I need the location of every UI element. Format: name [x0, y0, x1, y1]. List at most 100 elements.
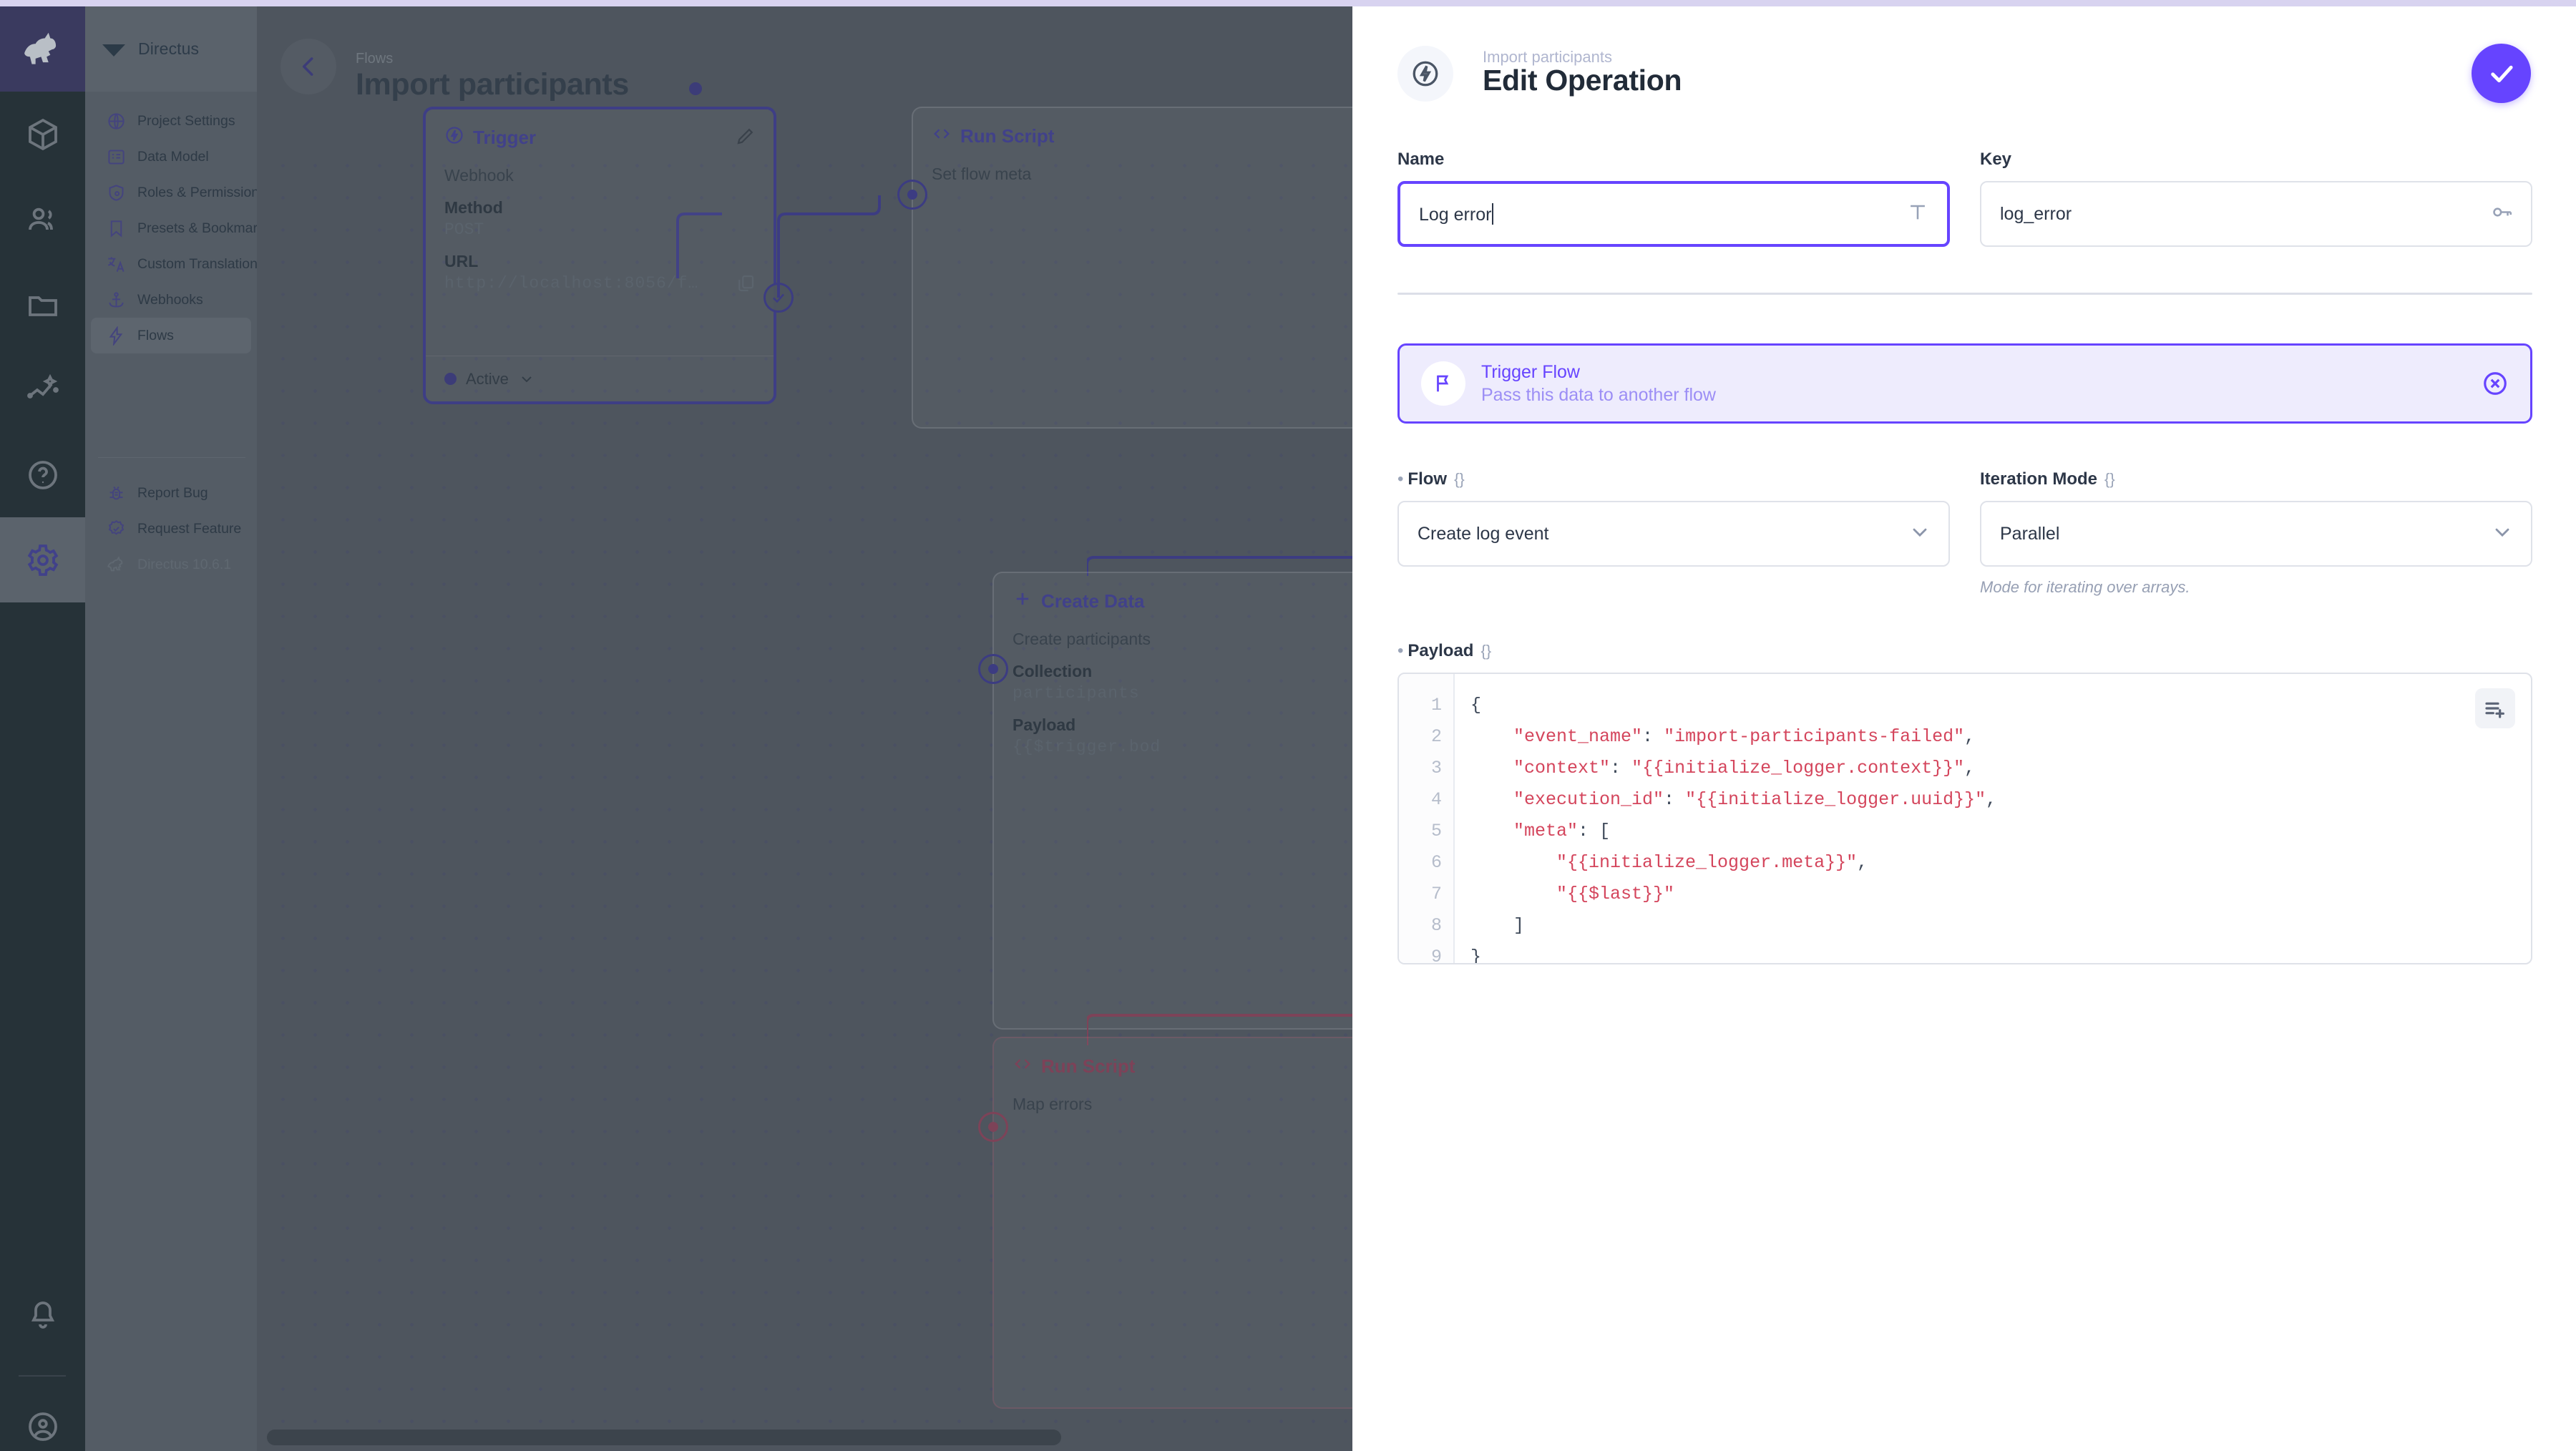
sidebar-item-flows[interactable]: Flows	[91, 318, 251, 353]
plus-icon	[1013, 589, 1033, 614]
chevron-down-icon	[1908, 521, 1931, 547]
flow-field-value: http://localhost:8056/f…	[444, 274, 699, 293]
sidebar-label: Flows	[137, 327, 174, 343]
logo-rabbit-icon[interactable]	[0, 6, 85, 92]
node-input-run-script-bottom[interactable]	[978, 1112, 1008, 1142]
iteration-select[interactable]: Parallel	[1980, 501, 2532, 567]
badge-check-icon	[107, 519, 126, 539]
module-item-notifications[interactable]	[0, 1273, 85, 1358]
flow-label: • Flow {}	[1397, 469, 1950, 489]
edge-connector-2	[1087, 556, 1352, 576]
sidebar-item-data-model[interactable]: Data Model	[91, 139, 251, 175]
key-input[interactable]: log_error	[1980, 181, 2532, 247]
node-input-create-data[interactable]	[978, 654, 1008, 684]
edit-operation-drawer: Import participants Edit Operation Name …	[1352, 6, 2576, 1451]
bookmark-icon	[107, 219, 126, 238]
module-item-settings[interactable]	[0, 517, 85, 602]
breadcrumb[interactable]: Flows	[356, 51, 394, 67]
nav-sidebar: Directus Project Settings Data Model Rol…	[85, 6, 268, 1451]
module-item-help[interactable]	[0, 432, 85, 517]
name-field-group: Name Log error	[1397, 150, 1950, 247]
playlist-add-icon[interactable]	[2475, 688, 2515, 728]
public-globe-icon	[107, 112, 126, 131]
flow-field-key: Collection	[1013, 662, 1093, 680]
sidebar-label: Custom Translations	[137, 255, 265, 272]
code-content[interactable]: { "event_name": "import-participants-fai…	[1470, 695, 1997, 964]
flow-field-group: • Flow {} Create log event	[1397, 469, 1950, 597]
flow-card-run-script-bottom[interactable]: Run Script Map errors	[992, 1037, 1352, 1409]
flow-card-operation: Map errors	[1013, 1095, 1093, 1113]
module-item-insights[interactable]	[0, 347, 85, 432]
module-item-users[interactable]	[0, 177, 85, 262]
flow-card-run-script-top[interactable]: Run Script Set flow meta	[912, 107, 1352, 429]
flow-card-title-text: Run Script	[1041, 1055, 1136, 1077]
sidebar-version-row: Directus 10.6.1	[91, 547, 251, 582]
trigger-flow-banner[interactable]: Trigger Flow Pass this data to another f…	[1397, 343, 2532, 424]
flag-icon	[1421, 361, 1465, 406]
status-dot-icon	[444, 373, 457, 385]
flow-card-status[interactable]: Active	[426, 356, 774, 401]
close-circle-icon[interactable]	[2482, 370, 2509, 397]
flow-card-title: Trigger	[426, 109, 774, 150]
banner-subtitle: Pass this data to another flow	[1481, 385, 1716, 405]
flow-field-value: {{$trigger.bod	[1013, 738, 1161, 756]
braces-icon: {}	[2104, 470, 2115, 488]
flow-field-key: URL	[444, 252, 479, 270]
module-divider	[19, 1375, 66, 1377]
flow-field-value: POST	[444, 220, 484, 239]
canvas-horizontal-scrollbar[interactable]	[267, 1430, 1061, 1445]
flow-iteration-row: • Flow {} Create log event Iteration Mod…	[1397, 469, 2532, 597]
sidebar-item-report-bug[interactable]: Report Bug	[91, 475, 251, 511]
nav-footer-group: Report Bug Request Feature Directus 10.6…	[85, 475, 257, 582]
flow-card-subtitle: Webhook	[444, 166, 514, 185]
chevron-down-icon	[2491, 521, 2514, 547]
module-item-account[interactable]	[0, 1384, 85, 1451]
required-marker: •	[1397, 641, 1404, 660]
name-input[interactable]: Log error	[1397, 181, 1950, 247]
section-divider	[1397, 293, 2532, 295]
sidebar-item-custom-translations[interactable]: Custom Translations	[91, 246, 265, 282]
sidebar-item-presets-bookmarks[interactable]: Presets & Bookmar...	[91, 210, 268, 246]
bolt-circle-icon	[1397, 46, 1453, 102]
copy-icon[interactable]	[735, 273, 756, 294]
key-icon	[2489, 200, 2514, 228]
flow-card-create-data[interactable]: Create Data Create participants Collecti…	[992, 572, 1352, 1030]
sidebar-item-project-settings[interactable]: Project Settings	[91, 103, 251, 139]
flow-status-dot	[689, 82, 702, 95]
flow-card-trigger[interactable]: Trigger Webhook Method POST URL http://l…	[423, 107, 776, 404]
sidebar-label: Webhooks	[137, 291, 203, 308]
flow-select[interactable]: Create log event	[1397, 501, 1950, 567]
iteration-field-group: Iteration Mode {} Parallel Mode for iter…	[1980, 469, 2532, 597]
module-item-content[interactable]	[0, 92, 85, 177]
sidebar-label: Project Settings	[137, 112, 235, 129]
page-title: Import participants	[356, 67, 629, 102]
bolt-circle-icon	[444, 125, 464, 150]
operation-form: Name Log error Key log_error	[1397, 150, 2532, 964]
node-input-run-script-top[interactable]	[897, 180, 927, 210]
flow-select-value: Create log event	[1418, 523, 1549, 544]
status-label: Active	[466, 369, 509, 388]
project-name: Directus	[138, 39, 200, 58]
flow-field-value: participants	[1013, 684, 1140, 703]
name-label: Name	[1397, 150, 1445, 169]
module-item-files[interactable]	[0, 262, 85, 347]
payload-label: • Payload {}	[1397, 641, 2532, 661]
back-button[interactable]	[280, 39, 336, 94]
background-app: Directus Project Settings Data Model Rol…	[0, 6, 1352, 1451]
save-button[interactable]	[2472, 44, 2531, 103]
sidebar-item-request-feature[interactable]: Request Feature	[91, 511, 251, 547]
sidebar-item-webhooks[interactable]: Webhooks	[91, 282, 251, 318]
bolt-icon	[107, 326, 126, 346]
banner-title: Trigger Flow	[1481, 362, 1580, 382]
bug-icon	[107, 484, 126, 503]
directus-mark-icon	[101, 41, 127, 58]
canvas-dot-grid	[257, 142, 1352, 1451]
key-field-group: Key log_error	[1980, 150, 2532, 247]
anchor-icon	[107, 290, 126, 310]
nav-divider	[98, 457, 245, 458]
project-header[interactable]: Directus	[85, 6, 257, 92]
name-key-row: Name Log error Key log_error	[1397, 150, 2532, 247]
sidebar-item-roles-permissions[interactable]: Roles & Permissions	[91, 175, 266, 210]
edit-pencil-icon[interactable]	[735, 125, 756, 147]
